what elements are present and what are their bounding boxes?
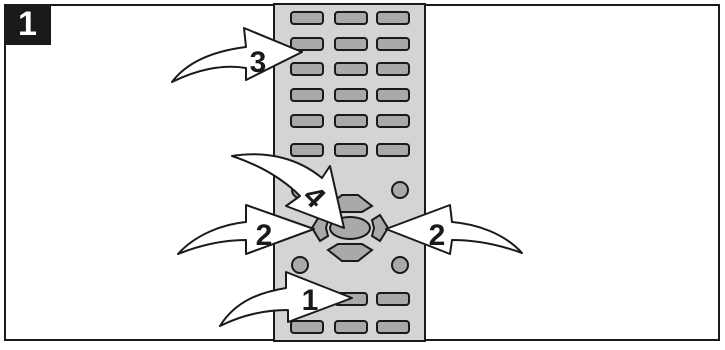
remote-button — [376, 88, 410, 102]
remote-button-grid — [290, 11, 410, 334]
callout-arrow-3 — [171, 27, 303, 83]
remote-button — [334, 114, 368, 128]
remote-button — [334, 37, 368, 51]
remote-button — [376, 114, 410, 128]
callout-number-3: 3 — [250, 46, 267, 79]
remote-button — [290, 37, 324, 51]
remote-button — [290, 88, 324, 102]
callout-number-2-left: 2 — [256, 219, 273, 252]
remote-button — [376, 37, 410, 51]
remote-button — [334, 320, 368, 334]
callout-number-2-right: 2 — [429, 219, 446, 252]
callout-arrow-1 — [219, 271, 353, 327]
remote-button — [376, 320, 410, 334]
remote-button — [376, 143, 410, 157]
remote-button — [334, 62, 368, 76]
remote-button — [334, 11, 368, 25]
round-button — [391, 181, 409, 199]
callout-arrow-4 — [231, 153, 345, 229]
callout-arrow-2-right — [385, 204, 523, 255]
remote-button — [290, 320, 324, 334]
remote-button — [334, 88, 368, 102]
remote-button — [290, 62, 324, 76]
remote-button — [290, 114, 324, 128]
remote-button — [376, 62, 410, 76]
callout-arrow-2-left — [177, 204, 315, 255]
direction-pad — [310, 194, 390, 262]
remote-button — [290, 11, 324, 25]
step-number-badge: 1 — [4, 4, 51, 45]
round-button — [391, 256, 409, 274]
remote-button — [376, 11, 410, 25]
callout-number-1: 1 — [302, 284, 319, 317]
remote-button — [376, 292, 410, 306]
dpad-down-button — [326, 243, 374, 262]
round-button — [291, 256, 309, 274]
remote-button — [290, 143, 324, 157]
remote-button — [334, 143, 368, 157]
